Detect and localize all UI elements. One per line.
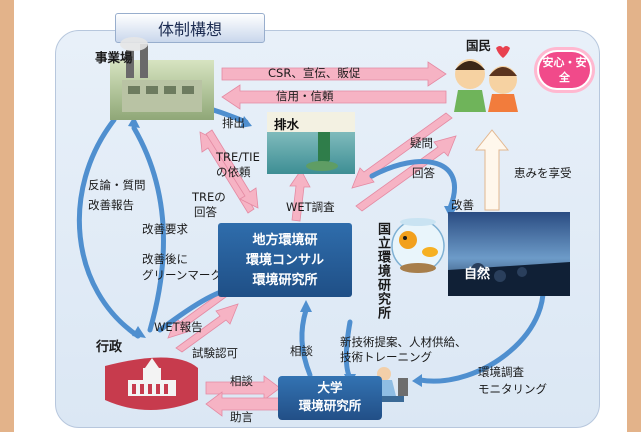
center-line-2: 環境コンサル	[245, 253, 324, 268]
factory-illustration	[110, 37, 214, 120]
national-institute-label: 国立環境研究所	[375, 222, 390, 320]
arrow-advice-left	[205, 391, 281, 417]
label-answer: 回答	[412, 166, 435, 180]
label-tech-1: 新技術提案、人材供給、	[340, 335, 467, 349]
label-tre-request-1: TRE/TIE	[216, 150, 260, 164]
government-illustration	[105, 357, 198, 410]
label-advice: 助言	[230, 410, 253, 424]
label-discharge: 排出	[222, 116, 245, 130]
label-tre-answer-1: TREの	[192, 190, 226, 204]
government-label: 行政	[96, 340, 123, 355]
business-label: 事業場	[95, 50, 133, 65]
label-tre-answer-2: 回答	[194, 205, 217, 219]
reassurance-badge: 安心・安全	[539, 52, 590, 88]
university-line-1: 大学	[317, 380, 343, 395]
label-consult-small: 相談	[290, 344, 313, 358]
label-wet-survey: WET調査	[286, 200, 335, 214]
label-tre-request-2: の依頼	[216, 165, 251, 179]
citizens-illustration	[454, 46, 518, 112]
label-doubt: 疑問	[410, 136, 433, 150]
fishbowl-illustration	[391, 218, 445, 273]
arrow-answer	[355, 135, 457, 212]
university-box: 大学 環境研究所	[278, 376, 382, 420]
center-line-1: 地方環境研	[252, 233, 318, 248]
nature-label: 自然	[464, 267, 491, 282]
regional-research-box: 地方環境研 環境コンサル 環境研究所	[218, 223, 352, 297]
label-consult: 相談	[230, 374, 253, 388]
university-line-2: 環境研究所	[298, 398, 362, 413]
wastewater-label: 排水	[274, 117, 300, 132]
arrow-improvement-demand	[131, 125, 166, 333]
label-env-survey-2: モニタリング	[478, 382, 547, 396]
benefit-arrow	[474, 129, 510, 211]
label-benefit: 恵みを享受	[514, 166, 572, 180]
arrow-consult-up	[299, 307, 313, 378]
label-env-survey-1: 環境調査	[478, 365, 524, 379]
label-csr: CSR、宣伝、販促	[268, 66, 361, 80]
arrow-test-approval	[175, 303, 239, 353]
arrow-trust	[221, 84, 447, 110]
label-trust: 信用・信頼	[276, 89, 334, 103]
arrow-objection	[76, 117, 141, 339]
citizens-label: 国民	[466, 38, 492, 53]
label-objection: 反論・質問	[88, 178, 146, 192]
label-tech-2: 技術トレーニング	[340, 350, 432, 364]
label-improvement: 改善	[451, 198, 474, 212]
arrow-improvement	[369, 159, 458, 211]
wastewater-illustration	[267, 112, 355, 174]
diagram-title: 体制構想	[115, 13, 265, 43]
label-green-mark-2: グリーンマーク	[142, 268, 222, 282]
label-test-approval: 試験認可	[192, 346, 238, 360]
arrow-csr	[221, 61, 447, 87]
nature-illustration	[448, 212, 570, 296]
label-green-mark-1: 改善後に	[142, 252, 188, 266]
center-line-3: 環境研究所	[252, 273, 318, 288]
label-improvement-demand: 改善要求	[142, 222, 188, 236]
pink-arrows	[167, 61, 457, 417]
arrow-consult-right	[205, 375, 281, 401]
arrow-wet-survey	[289, 169, 311, 222]
label-wet-report: WET報告	[154, 320, 203, 334]
arrow-tre-answer	[205, 129, 259, 209]
label-improvement-report: 改善報告	[88, 198, 134, 212]
